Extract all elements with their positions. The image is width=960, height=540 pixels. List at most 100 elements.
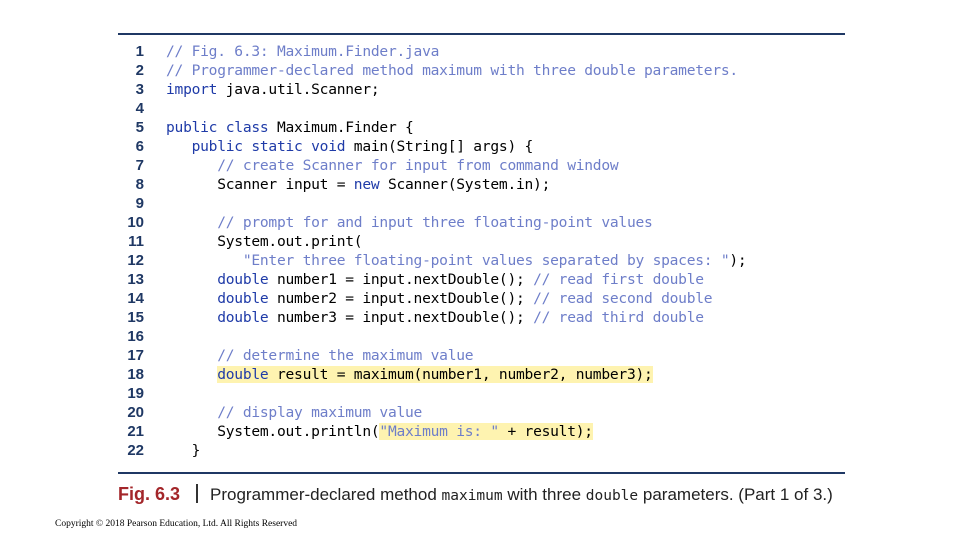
line-number: 17: [127, 347, 144, 364]
code-line: 21 System.out.println("Maximum is: " + r…: [118, 422, 845, 441]
caption-code-type: double: [585, 488, 639, 504]
code-token: );: [729, 252, 747, 269]
code-token: System.out.print(: [166, 233, 363, 250]
code-token: System.out.println(: [166, 423, 380, 440]
code-token: // determine the maximum value: [217, 347, 474, 364]
code-line: 15 double number3 = input.nextDouble(); …: [118, 308, 845, 327]
code-line: 14 double number2 = input.nextDouble(); …: [118, 289, 845, 308]
code-token: [166, 347, 217, 364]
code-token: public class: [166, 119, 269, 136]
code-line: 13 double number1 = input.nextDouble(); …: [118, 270, 845, 289]
code-token: double: [217, 366, 269, 383]
code-line: 10 // prompt for and input three floatin…: [118, 213, 845, 232]
code-token: java.util.Scanner;: [217, 81, 380, 98]
figure-caption: Fig. 6.3 Programmer-declared method maxim…: [118, 483, 833, 507]
code-token: // create Scanner for input from command…: [217, 157, 619, 174]
code-text: System.out.println("Maximum is: " + resu…: [166, 422, 593, 441]
code-token: }: [166, 442, 201, 459]
code-token: Scanner(System.in);: [379, 176, 551, 193]
line-number: 14: [127, 290, 144, 307]
code-token: new: [353, 176, 380, 193]
code-text: System.out.print(: [166, 232, 362, 251]
line-number: 5: [135, 119, 144, 136]
code-token: // read third double: [533, 309, 704, 326]
line-number: 22: [127, 442, 144, 459]
line-number: 13: [127, 271, 144, 288]
line-number: 19: [127, 385, 144, 402]
line-number: 2: [135, 62, 144, 79]
code-token: double: [217, 290, 269, 307]
code-token: [166, 290, 217, 307]
line-number: 18: [127, 366, 144, 383]
code-line: 1 // Fig. 6.3: Maximum.Finder.java: [118, 42, 845, 61]
code-token: number2 = input.nextDouble();: [268, 290, 534, 307]
code-text: // create Scanner for input from command…: [166, 156, 618, 175]
code-line: 18 double result = maximum(number1, numb…: [118, 365, 845, 384]
code-token: number1 = input.nextDouble();: [268, 271, 534, 288]
code-token: // prompt for and input three floating-p…: [217, 214, 653, 231]
code-token: double: [217, 271, 269, 288]
code-text: double number2 = input.nextDouble(); // …: [166, 289, 712, 308]
code-token: [166, 271, 217, 288]
code-line: 19: [118, 384, 845, 403]
line-number: 16: [127, 328, 144, 345]
line-number: 11: [128, 233, 144, 250]
line-number: 8: [135, 176, 144, 193]
code-token: + result);: [498, 423, 593, 440]
code-text: // Fig. 6.3: Maximum.Finder.java: [166, 42, 439, 61]
line-number: 7: [135, 157, 144, 174]
code-token: import: [166, 81, 218, 98]
code-text: Scanner input = new Scanner(System.in);: [166, 175, 550, 194]
caption-code-method: maximum: [441, 488, 503, 504]
code-text: double number1 = input.nextDouble(); // …: [166, 270, 704, 289]
line-number: 12: [127, 252, 144, 269]
code-line: 2 // Programmer-declared method maximum w…: [118, 61, 845, 80]
code-text: }: [166, 441, 201, 460]
code-token: // Programmer-declared method maximum wi…: [166, 62, 738, 79]
code-line: 7 // create Scanner for input from comma…: [118, 156, 845, 175]
code-line: 20 // display maximum value: [118, 403, 845, 422]
code-line: 16: [118, 327, 845, 346]
line-number: 1: [135, 43, 144, 60]
top-rule: [118, 33, 845, 35]
code-token: number3 = input.nextDouble();: [268, 309, 534, 326]
code-text: // Programmer-declared method maximum wi…: [166, 61, 738, 80]
copyright-notice: Copyright © 2018 Pearson Education, Ltd.…: [55, 519, 298, 529]
line-number: 4: [135, 100, 144, 117]
line-number: 9: [135, 195, 144, 212]
code-token: [166, 138, 192, 155]
code-line: 3 import java.util.Scanner;: [118, 80, 845, 99]
code-text: // determine the maximum value: [166, 346, 473, 365]
code-token: // read second double: [533, 290, 713, 307]
caption-text: Programmer-declared method: [210, 485, 442, 504]
code-text: // display maximum value: [166, 403, 422, 422]
code-token: [166, 366, 217, 383]
caption-separator: [196, 484, 199, 503]
code-line: 11 System.out.print(: [118, 232, 845, 251]
code-token: [166, 404, 217, 421]
code-text: import java.util.Scanner;: [166, 80, 380, 99]
code-line: 8 Scanner input = new Scanner(System.in)…: [118, 175, 845, 194]
code-text: // prompt for and input three floating-p…: [166, 213, 653, 232]
line-number: 15: [127, 309, 144, 326]
code-token: Scanner input =: [166, 176, 354, 193]
line-number: 21: [127, 423, 144, 440]
code-line: 4: [118, 99, 845, 118]
code-text: public static void main(String[] args) {: [166, 137, 534, 156]
code-token: main(String[] args) {: [345, 138, 534, 155]
code-token: [166, 252, 243, 269]
code-text: double number3 = input.nextDouble(); // …: [166, 308, 704, 327]
code-token: public static void: [191, 138, 346, 155]
code-text: double result = maximum(number1, number2…: [166, 365, 653, 384]
code-token: [166, 214, 217, 231]
figure-label: Fig. 6.3: [118, 484, 181, 504]
code-token: "Enter three floating-point values separ…: [242, 252, 730, 269]
bottom-rule: [118, 472, 845, 474]
code-token: // read first double: [533, 271, 704, 288]
code-token: "Maximum is: ": [379, 423, 499, 440]
code-token: [166, 157, 217, 174]
line-number: 10: [127, 214, 144, 231]
code-token: Maximum.Finder {: [268, 119, 414, 136]
line-number: 3: [135, 81, 144, 98]
code-token: // Fig. 6.3: Maximum.Finder.java: [166, 43, 440, 60]
